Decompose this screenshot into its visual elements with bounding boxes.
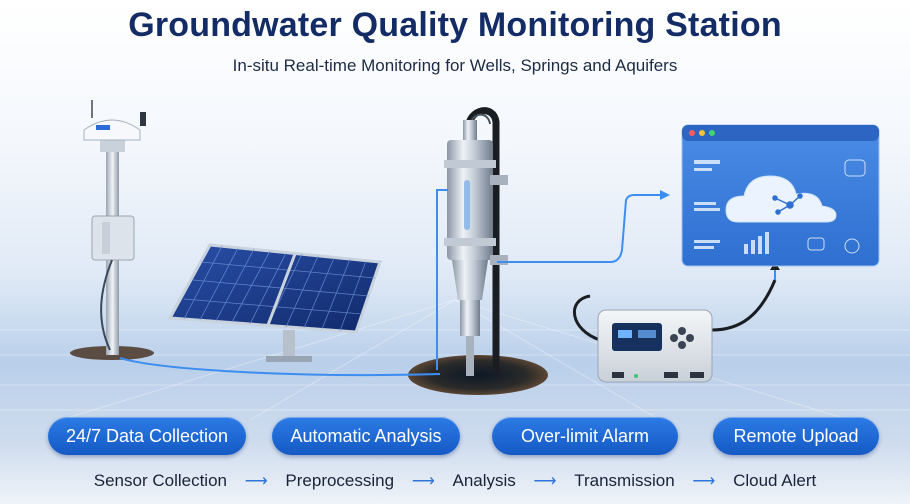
data-logger-icon bbox=[573, 279, 777, 383]
flow-arrow-icon: ⟶ bbox=[411, 472, 435, 490]
flow-step: Transmission bbox=[574, 470, 675, 490]
feature-pill-automatic-analysis: Automatic Analysis bbox=[272, 417, 460, 455]
connector-lines bbox=[119, 189, 776, 377]
flow-arrow-icon: ⟶ bbox=[692, 472, 716, 490]
flow-arrow-icon: ⟶ bbox=[244, 472, 268, 490]
water-probe-icon bbox=[444, 107, 508, 376]
feature-pills: 24/7 Data Collection Automatic Analysis … bbox=[0, 417, 910, 457]
flow-step: Preprocessing bbox=[285, 470, 395, 490]
flow-step: Analysis bbox=[452, 470, 516, 490]
solar-panel-icon bbox=[167, 243, 383, 362]
flow-step: Cloud Alert bbox=[733, 470, 817, 490]
flow-arrow-icon: ⟶ bbox=[533, 472, 557, 490]
feature-pill-data-collection: 24/7 Data Collection bbox=[48, 417, 246, 455]
well-hole bbox=[408, 355, 548, 395]
cloud-dashboard-icon bbox=[681, 124, 880, 267]
process-flow: Sensor Collection ⟶ Preprocessing ⟶ Anal… bbox=[0, 470, 910, 491]
flow-step: Sensor Collection bbox=[93, 470, 227, 490]
page-subtitle: In-situ Real-time Monitoring for Wells, … bbox=[232, 56, 678, 75]
weather-mast-icon bbox=[70, 100, 154, 360]
feature-pill-remote-upload: Remote Upload bbox=[713, 417, 879, 455]
connector-arrowhead bbox=[660, 190, 670, 200]
feature-pill-over-limit-alarm: Over-limit Alarm bbox=[492, 417, 678, 455]
ground-grid bbox=[0, 299, 910, 421]
page-title: Groundwater Quality Monitoring Station bbox=[128, 6, 782, 44]
